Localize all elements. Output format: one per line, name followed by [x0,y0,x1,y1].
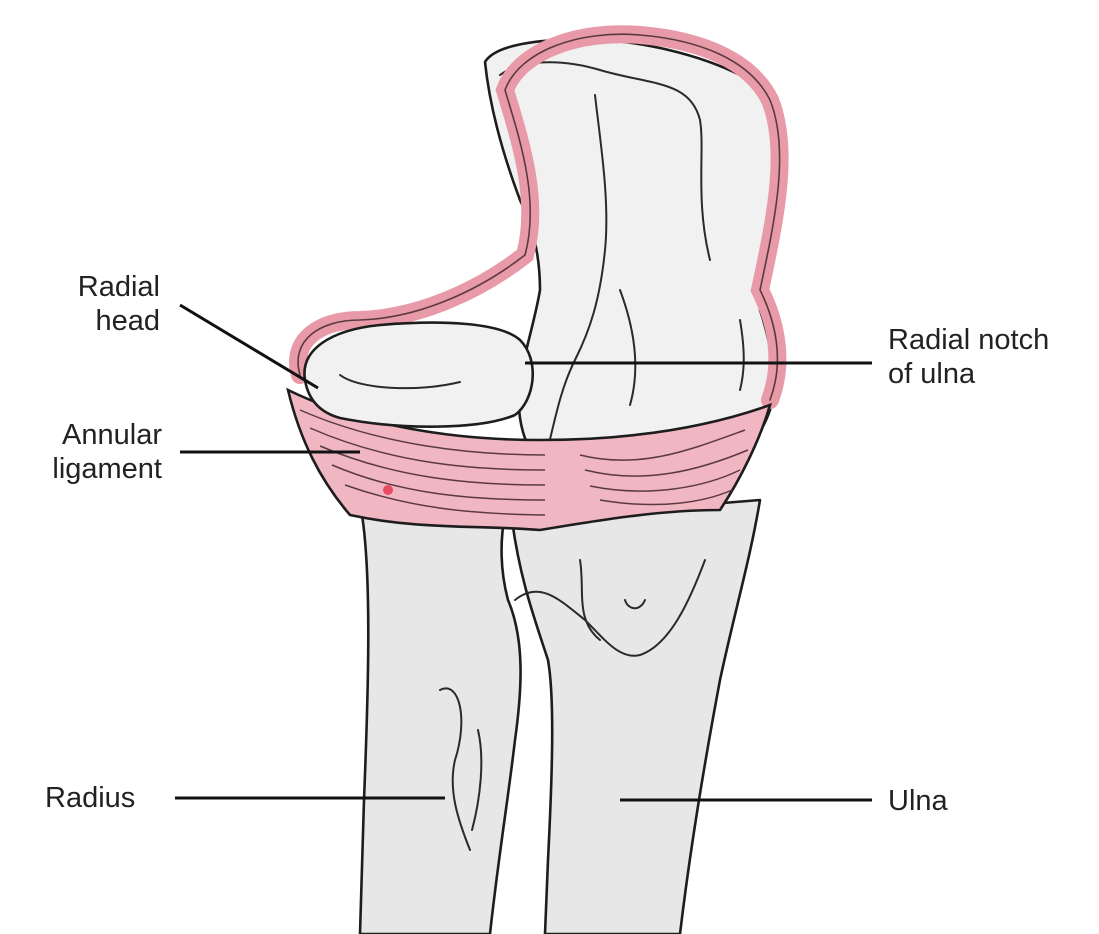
label-radial-notch-line2: of ulna [888,357,1049,391]
label-ulna-text: Ulna [888,785,948,817]
label-annular-ligament: Annular ligament [10,418,162,486]
label-radius-text: Radius [45,782,135,814]
ulna-shaft [512,500,760,934]
label-radial-head: Radial head [30,270,160,338]
label-radial-head-line2: head [30,304,160,338]
label-radius: Radius [45,781,135,815]
label-radial-head-line1: Radial [30,270,160,304]
label-annular-ligament-line1: Annular [10,418,162,452]
label-radial-notch: Radial notch of ulna [888,323,1049,391]
label-annular-ligament-line2: ligament [10,452,162,486]
radial-head [304,323,532,427]
label-radial-notch-line1: Radial notch [888,323,1049,357]
red-marker [383,485,393,495]
radius-shaft [360,515,521,934]
label-ulna: Ulna [888,784,948,818]
